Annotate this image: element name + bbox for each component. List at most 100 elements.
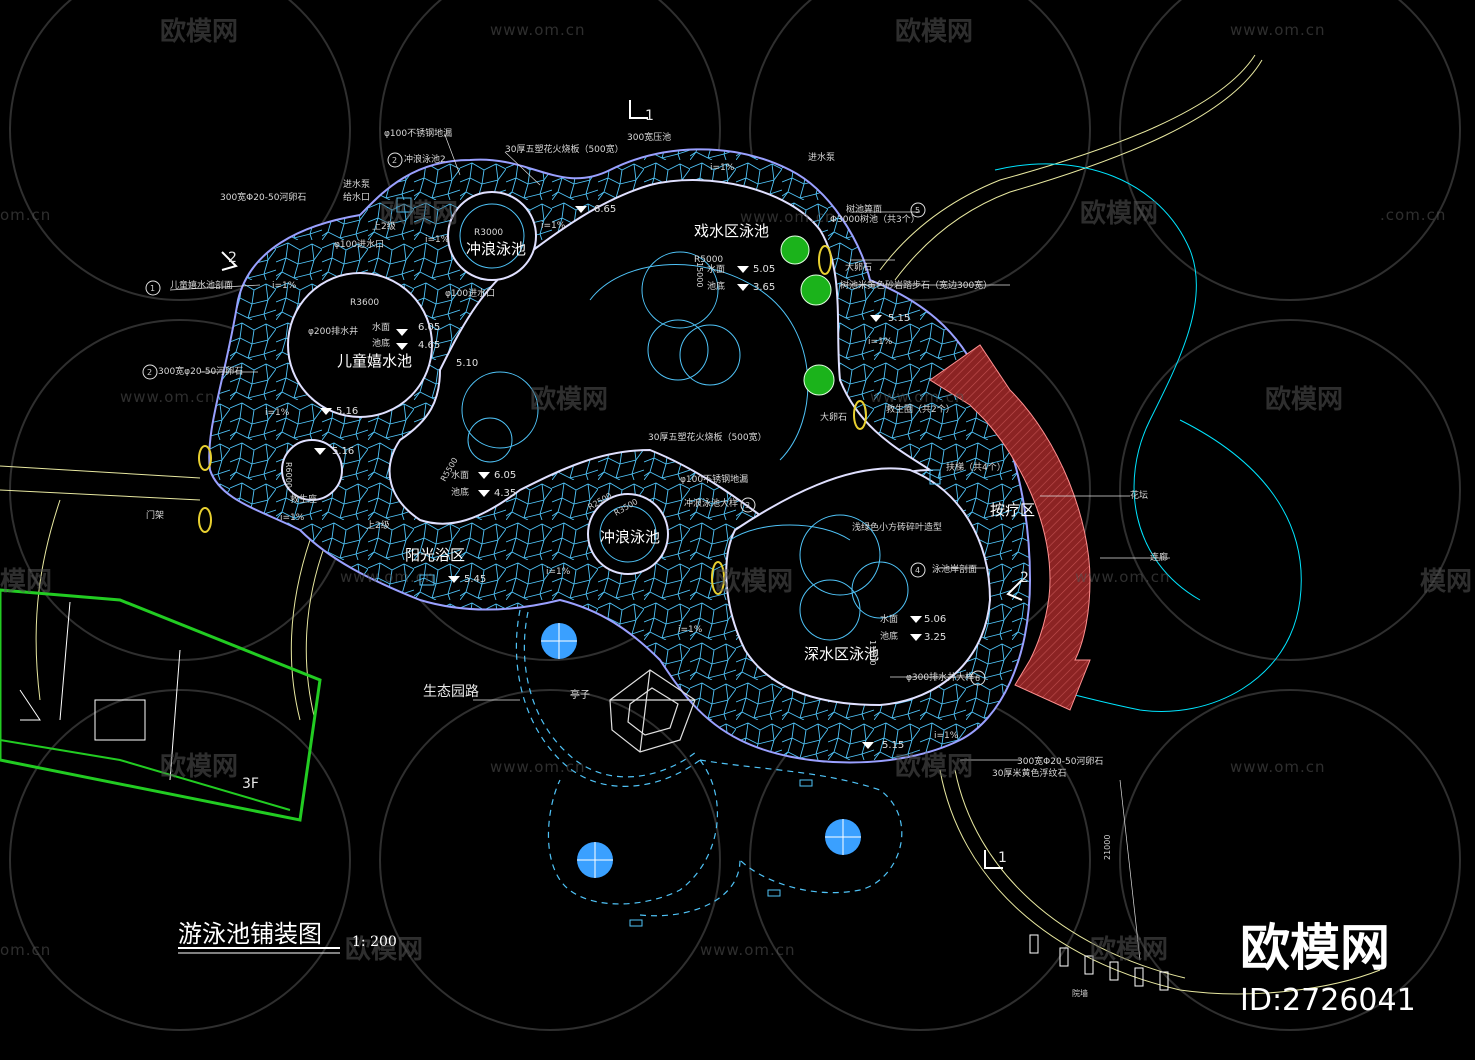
svg-text:模网: 模网 — [0, 567, 52, 597]
svg-text:30厚米黄色浮纹石: 30厚米黄色浮纹石 — [992, 767, 1066, 779]
svg-text:进水泵: 进水泵 — [808, 151, 835, 163]
svg-text:泳池岸剖面: 泳池岸剖面 — [932, 563, 977, 575]
svg-text:.com.cn: .com.cn — [1380, 206, 1446, 224]
svg-text:2: 2 — [392, 156, 397, 165]
site-boundary-lines — [0, 54, 1381, 995]
svg-text:给水口: 给水口 — [343, 191, 370, 203]
svg-text:6.05: 6.05 — [418, 322, 440, 333]
svg-text:1: 1 — [150, 284, 155, 293]
svg-text:连廊: 连廊 — [1150, 551, 1168, 563]
svg-text:3: 3 — [745, 501, 750, 510]
svg-text:R3600: R3600 — [350, 298, 379, 308]
kids-pool — [287, 272, 433, 418]
svg-text:6.05: 6.05 — [494, 470, 516, 481]
svg-text:www.om.cn: www.om.cn — [340, 568, 436, 586]
eco-path — [515, 609, 903, 917]
bottom-railing-marks — [1029, 934, 1169, 991]
svg-text:水面: 水面 — [451, 469, 469, 481]
svg-text:水面: 水面 — [372, 321, 390, 333]
label-wave-pool-top: 冲浪泳池 — [466, 240, 526, 258]
svg-text:欧模网: 欧模网 — [1265, 384, 1343, 415]
svg-text:大卵石: 大卵石 — [845, 261, 872, 273]
svg-text:www.om.cn: www.om.cn — [700, 941, 796, 959]
svg-text:15000: 15000 — [695, 262, 704, 287]
svg-text:1: 1 — [645, 108, 654, 124]
svg-text:4.35: 4.35 — [494, 488, 516, 499]
svg-text:om.cn: om.cn — [0, 941, 51, 959]
svg-text:5.05: 5.05 — [753, 264, 775, 275]
svg-text:院墙: 院墙 — [1072, 988, 1088, 998]
svg-text:i=1%: i=1% — [934, 731, 959, 741]
svg-text:i=1%: i=1% — [541, 221, 566, 231]
svg-text:30厚五塑花火烧板（500宽）: 30厚五塑花火烧板（500宽） — [505, 143, 624, 155]
svg-text:φ100进水口: φ100进水口 — [334, 238, 384, 250]
svg-text:i=1%: i=1% — [546, 567, 571, 577]
svg-text:R5000: R5000 — [694, 255, 723, 265]
svg-text:3.25: 3.25 — [924, 632, 946, 643]
svg-text:5.45: 5.45 — [464, 574, 486, 585]
svg-text:300宽Φ20-50河卵石: 300宽Φ20-50河卵石 — [220, 191, 306, 203]
svg-text:2: 2 — [1020, 570, 1029, 586]
watermarks: 欧模网 www.om.cn 欧模网 www.om.cn om.cn 欧模网 ww… — [0, 16, 1472, 965]
drawing-scale: 1: 200 — [352, 934, 397, 950]
brand-name: 欧模网 — [1240, 919, 1390, 977]
svg-text:6: 6 — [975, 674, 980, 683]
svg-text:池底: 池底 — [451, 486, 469, 498]
svg-text:30厚五塑花火烧板（500宽）: 30厚五塑花火烧板（500宽） — [648, 431, 767, 443]
section-marks — [221, 100, 1023, 869]
pool-floor-patterns — [459, 203, 909, 641]
title-block: 游泳池铺装图 1: 200 — [178, 920, 397, 954]
svg-text:6.65: 6.65 — [594, 204, 616, 215]
svg-text:欧模网: 欧模网 — [1080, 198, 1158, 229]
svg-text:大卵石: 大卵石 — [820, 411, 847, 423]
svg-text:欧模网: 欧模网 — [1090, 934, 1168, 965]
svg-text:300宽Φ20-50河卵石: 300宽Φ20-50河卵石 — [1017, 755, 1103, 767]
svg-text:上2级: 上2级 — [372, 220, 396, 232]
svg-text:φ100进水口: φ100进水口 — [445, 287, 495, 299]
svg-text:R6000: R6000 — [284, 462, 293, 488]
svg-text:欧模网: 欧模网 — [345, 934, 423, 965]
svg-text:欧模网: 欧模网 — [160, 751, 238, 782]
label-kids-pool: 儿童嬉水池 — [337, 352, 412, 370]
label-building-floor: 3F — [242, 776, 259, 792]
svg-text:300宽φ20-50河卵石: 300宽φ20-50河卵石 — [158, 365, 243, 377]
brand-id: ID:2726041 — [1240, 983, 1416, 1018]
svg-text:11000: 11000 — [868, 640, 877, 665]
pavilion — [609, 669, 696, 753]
svg-text:φ100不锈钢地漏: φ100不锈钢地漏 — [680, 473, 748, 485]
svg-text:www.om.cn: www.om.cn — [120, 388, 216, 406]
label-pavilion: 亭子 — [570, 688, 590, 701]
svg-text:om.cn: om.cn — [0, 206, 51, 224]
annotations: φ100不锈钢地漏 冲浪泳池2 30厚五塑花火烧板（500宽） 300宽压池 进… — [142, 108, 1168, 998]
svg-text:4.65: 4.65 — [418, 340, 440, 351]
deep-pool — [725, 467, 992, 707]
svg-text:www.om.cn: www.om.cn — [740, 208, 836, 226]
svg-text:5.15: 5.15 — [888, 313, 910, 324]
svg-text:4: 4 — [915, 566, 920, 575]
svg-text:5.15: 5.15 — [882, 740, 904, 751]
svg-text:φ100不锈钢地漏: φ100不锈钢地漏 — [384, 127, 452, 139]
svg-text:欧模网: 欧模网 — [715, 566, 793, 597]
svg-text:池底: 池底 — [880, 630, 898, 642]
svg-text:5.16: 5.16 — [332, 446, 354, 457]
brand-block: 欧模网 ID:2726041 — [1240, 919, 1416, 1018]
svg-text:冲浪泳池2: 冲浪泳池2 — [404, 153, 446, 165]
svg-text:www.om.cn: www.om.cn — [1230, 21, 1326, 39]
zone-labels: 戏水区泳池 冲浪泳池 儿童嬉水池 冲浪泳池 深水区泳池 阳光浴区 按疗区 生态园… — [242, 222, 1035, 792]
svg-text:www.om.cn: www.om.cn — [870, 388, 966, 406]
svg-text:进水泵: 进水泵 — [343, 178, 370, 190]
label-wave-pool-mid: 冲浪泳池 — [600, 528, 660, 546]
svg-text:i=1%: i=1% — [265, 408, 290, 418]
label-eco-path: 生态园路 — [423, 684, 479, 700]
label-sunbath: 阳光浴区 — [405, 546, 465, 564]
svg-text:欧模网: 欧模网 — [530, 384, 608, 415]
svg-text:冲浪泳池大样: 冲浪泳池大样 — [684, 497, 738, 509]
svg-text:救生座: 救生座 — [290, 493, 317, 505]
svg-text:φ300排水井大样: φ300排水井大样 — [906, 671, 974, 683]
svg-text:5.10: 5.10 — [456, 358, 478, 369]
leader-lines — [169, 134, 1170, 961]
svg-text:5.06: 5.06 — [924, 614, 946, 625]
svg-text:i=1%: i=1% — [868, 337, 893, 347]
wave-pool-top — [447, 191, 537, 281]
